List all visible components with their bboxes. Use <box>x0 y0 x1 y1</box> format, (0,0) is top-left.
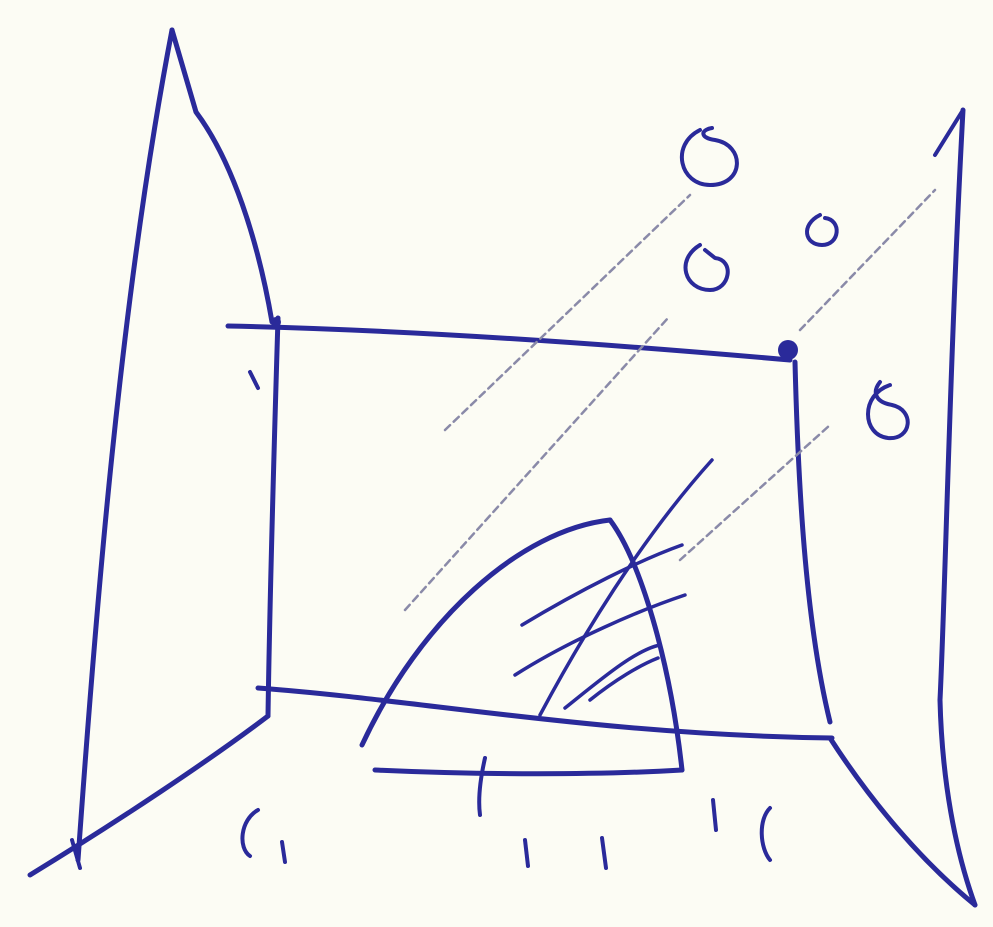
floor-line-left <box>27 713 271 878</box>
central-rectangle <box>225 315 835 741</box>
corner-dot-top-left <box>271 317 281 327</box>
corner-dot-top-right <box>778 340 798 360</box>
zero-glyphs <box>680 126 910 441</box>
right-wall <box>827 107 978 908</box>
fan-hatching <box>513 458 714 717</box>
left-wall <box>75 27 275 863</box>
bottom-marks <box>240 756 772 870</box>
fan-shape <box>359 517 685 777</box>
pencil-guides <box>403 188 937 612</box>
